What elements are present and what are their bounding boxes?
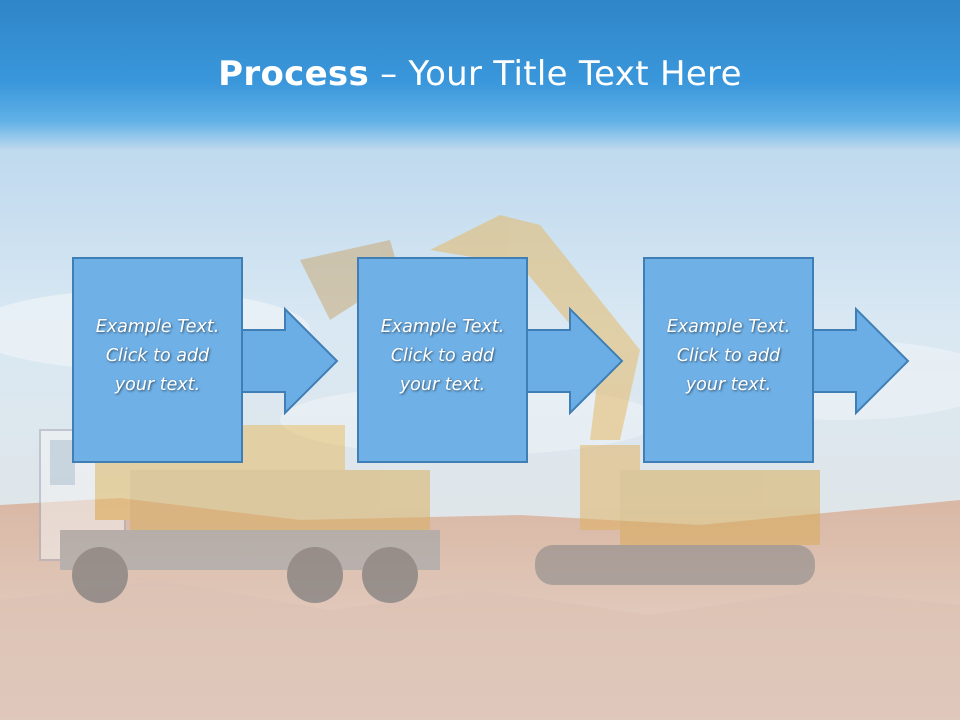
step-text-line-1: Example Text. <box>666 317 791 337</box>
step-text-line-1: Example Text. <box>380 317 505 337</box>
slide-title[interactable]: Process – Your Title Text Here <box>0 54 960 94</box>
step-text-line-3: your text. <box>114 375 201 395</box>
step-text-line-2: Click to add <box>676 346 781 366</box>
step-text-box[interactable] <box>643 257 814 463</box>
step-text-line-3: your text. <box>685 375 772 395</box>
step-text[interactable]: Example Text. Click to add your text. <box>357 313 528 400</box>
step-text-line-2: Click to add <box>105 346 210 366</box>
step-text-box[interactable] <box>357 257 528 463</box>
step-text-line-1: Example Text. <box>95 317 220 337</box>
process-step-2[interactable]: Example Text. Click to add your text. <box>357 257 624 465</box>
title-bar <box>0 0 960 150</box>
step-text-line-3: your text. <box>399 375 486 395</box>
process-step-3[interactable]: Example Text. Click to add your text. <box>643 257 910 465</box>
process-step-1[interactable]: Example Text. Click to add your text. <box>72 257 339 465</box>
title-rest: – Your Title Text Here <box>369 54 742 94</box>
step-text-box[interactable] <box>72 257 243 463</box>
title-bold: Process <box>218 54 370 94</box>
step-text[interactable]: Example Text. Click to add your text. <box>643 313 814 400</box>
step-text-line-2: Click to add <box>390 346 495 366</box>
step-text[interactable]: Example Text. Click to add your text. <box>72 313 243 400</box>
